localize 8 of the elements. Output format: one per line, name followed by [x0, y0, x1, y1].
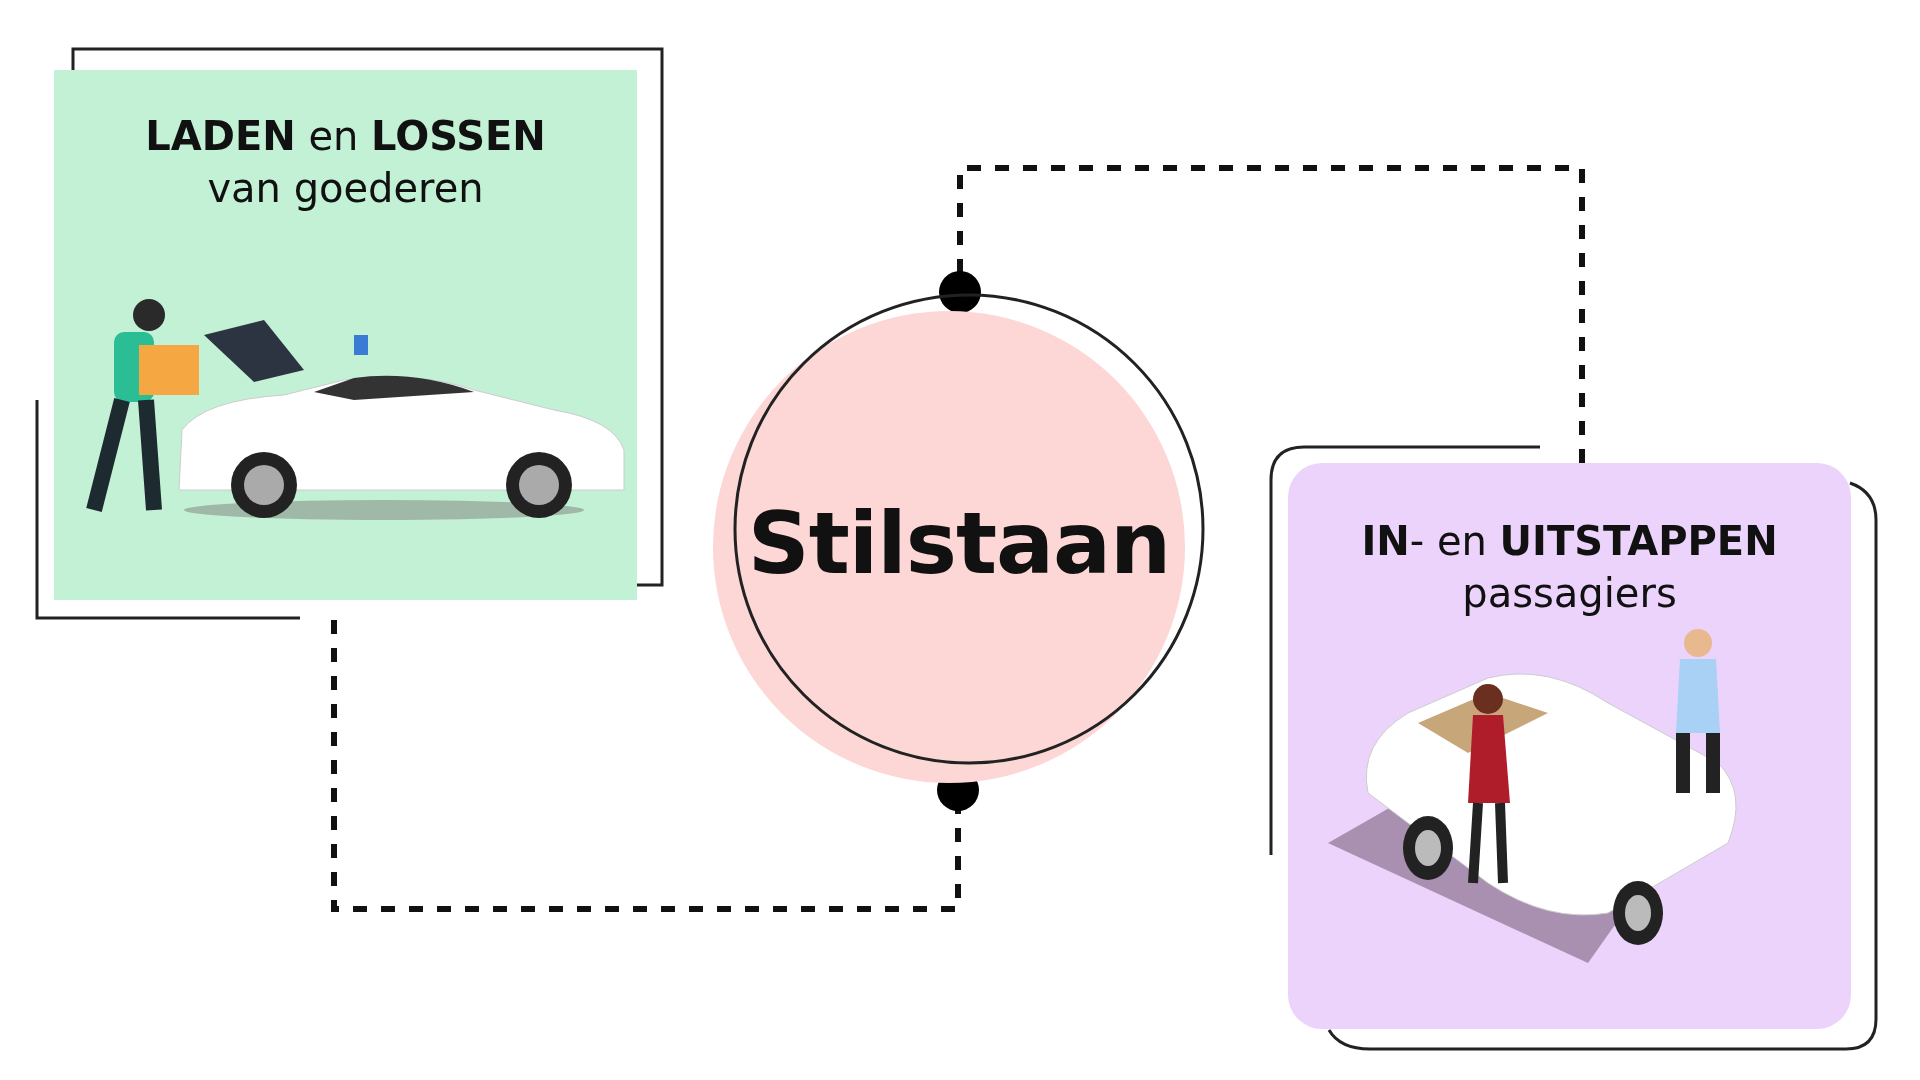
card	[1288, 463, 1851, 1029]
circle-title: Stilstaan	[746, 493, 1172, 593]
dotted-connector	[331, 620, 979, 912]
circle-node	[713, 293, 1205, 783]
card-title: LADEN en LOSSEN van goederen	[144, 112, 547, 213]
dotted-connector	[939, 165, 1585, 463]
card-title: IN- en UITSTAPPEN passagiers	[1360, 517, 1779, 618]
card	[54, 70, 637, 600]
